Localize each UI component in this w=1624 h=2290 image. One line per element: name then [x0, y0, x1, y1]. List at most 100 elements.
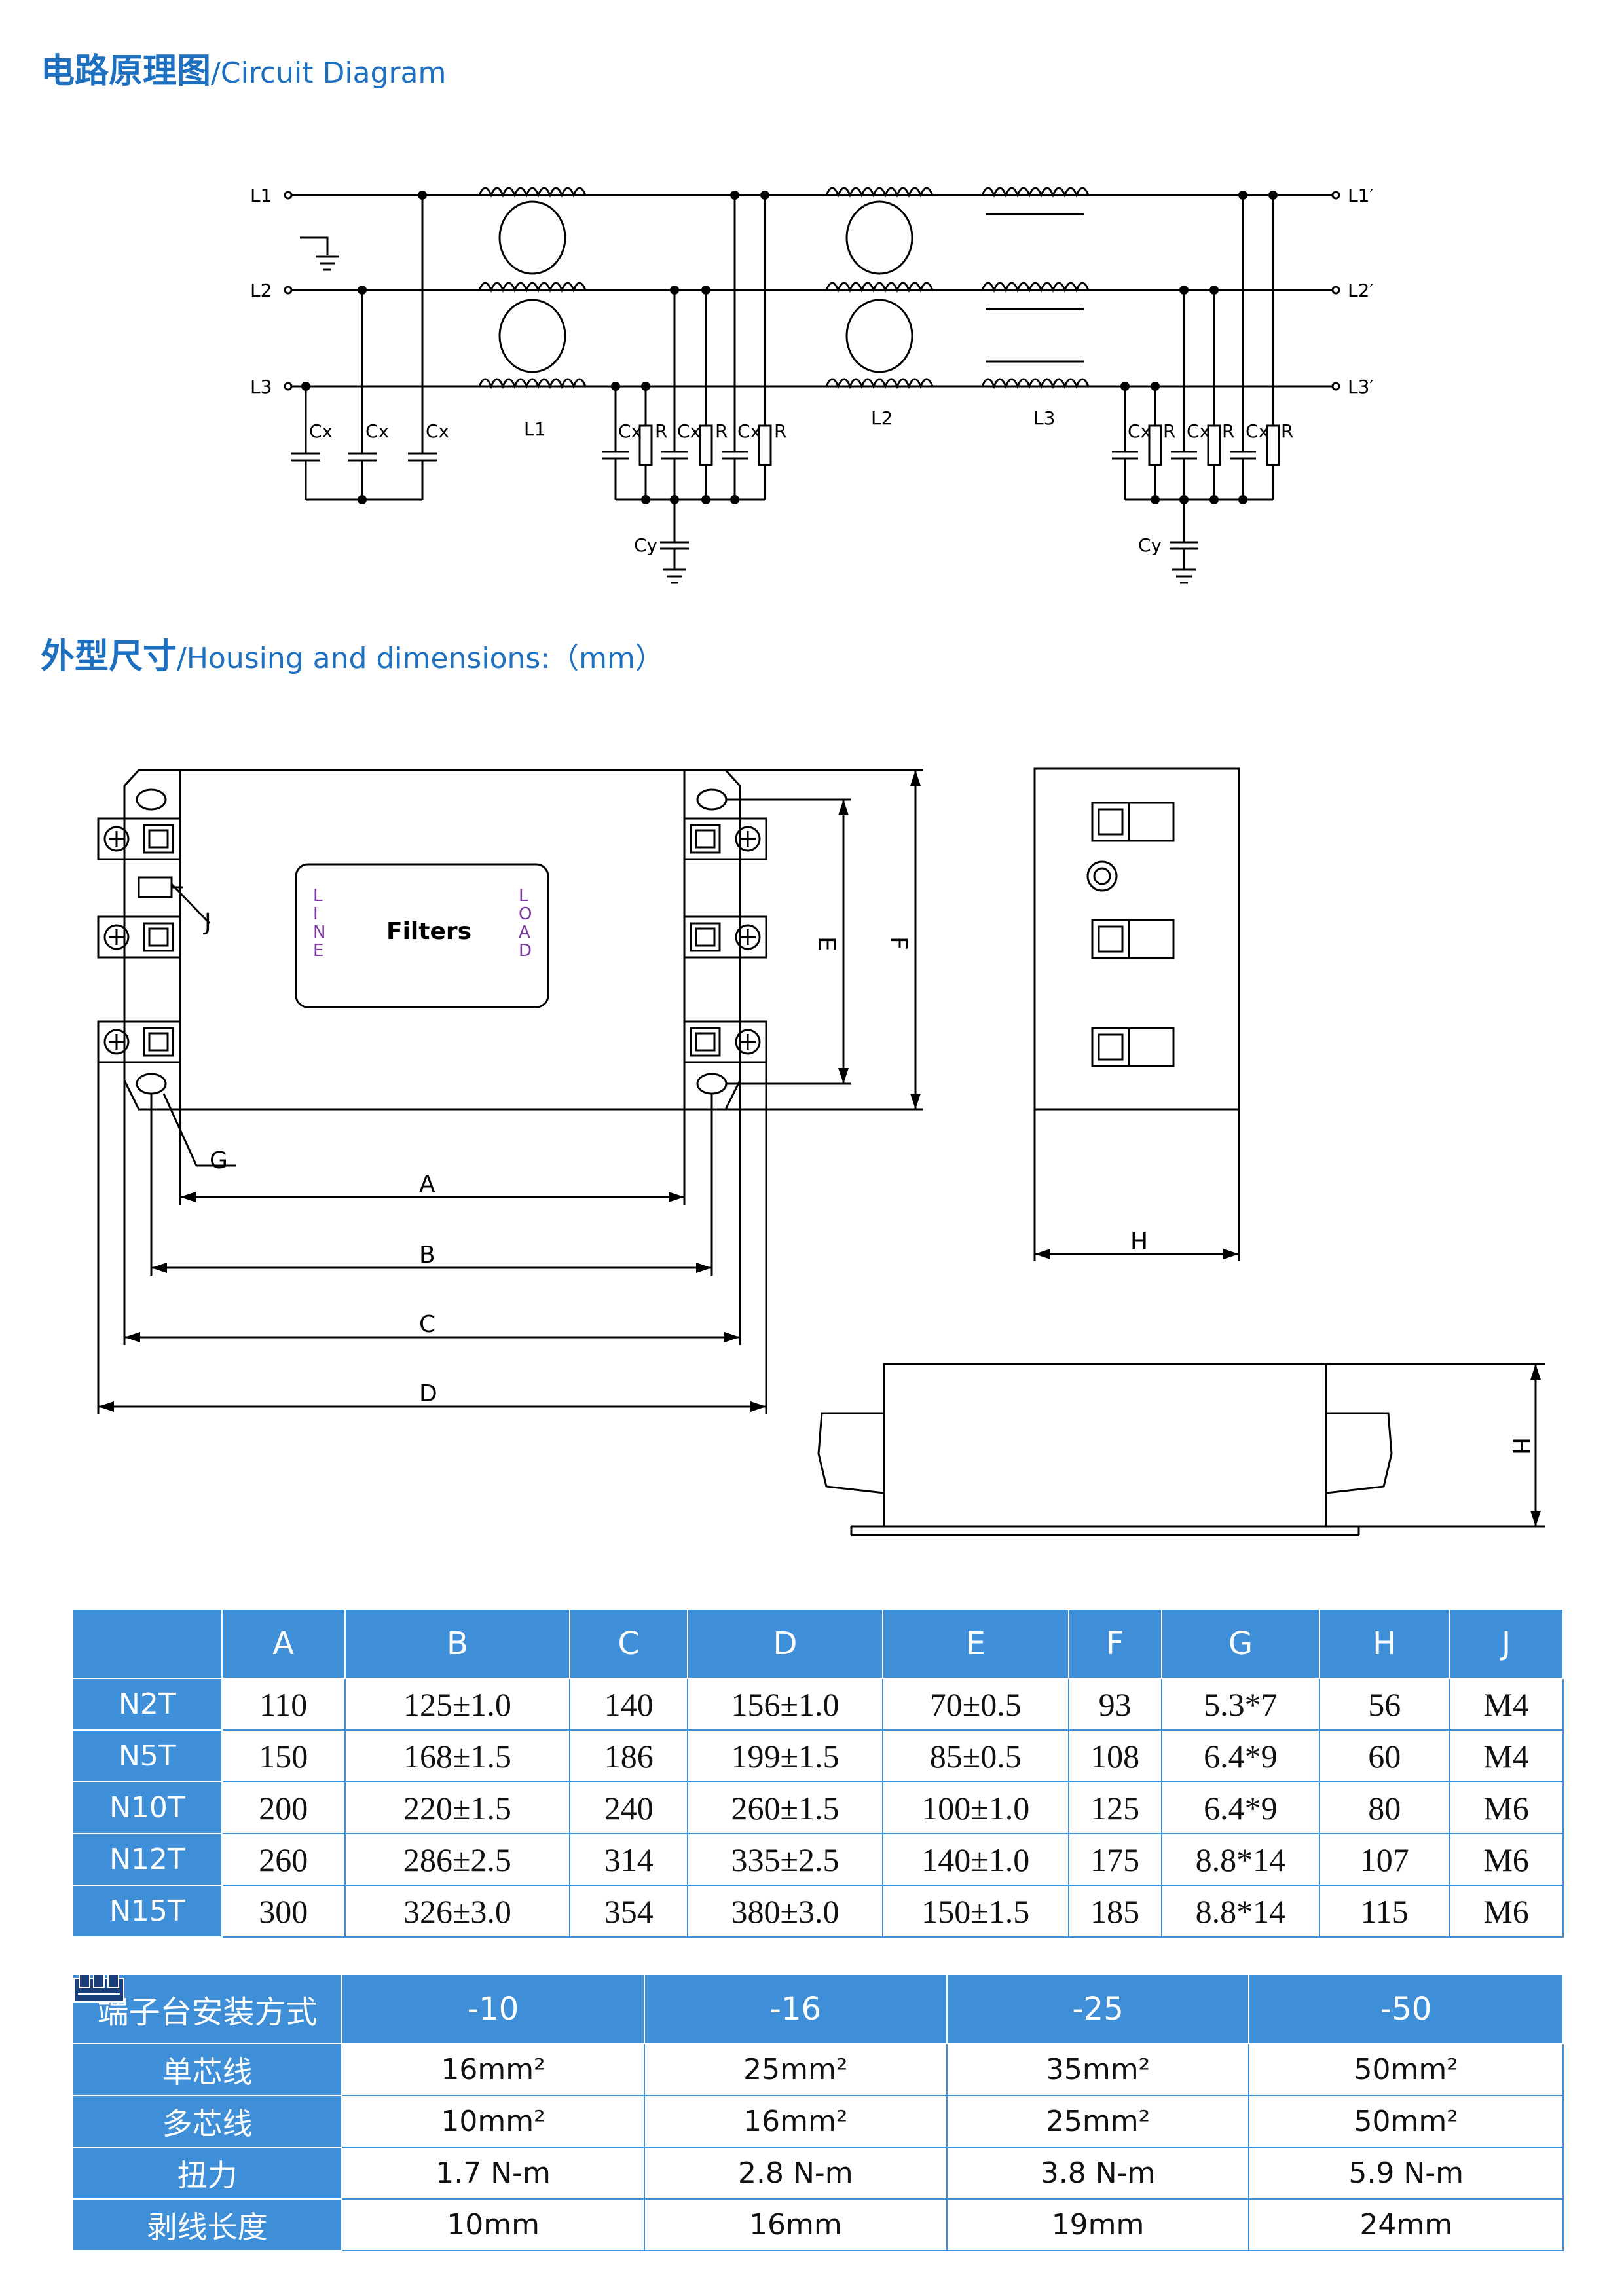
- column-header: H: [1319, 1608, 1450, 1679]
- line-letter: E: [313, 941, 323, 961]
- table-cell: M6: [1449, 1781, 1564, 1834]
- label-cx: Cx: [365, 420, 389, 442]
- table-row: 单芯线 16mm² 25mm² 35mm² 50mm²: [71, 2043, 1564, 2096]
- table-row: 多芯线 10mm² 16mm² 25mm² 50mm²: [71, 2095, 1564, 2148]
- table-cell: 25mm²: [643, 2043, 948, 2096]
- table-cell: M6: [1449, 1885, 1564, 1938]
- housing-heading: 外型尺寸/Housing and dimensions:（mm）: [41, 629, 664, 678]
- table-cell: 300: [221, 1885, 346, 1938]
- dim-label-c: C: [419, 1311, 435, 1338]
- label-r: R: [1222, 420, 1234, 442]
- column-header: G: [1160, 1608, 1321, 1679]
- table-cell: 108: [1067, 1729, 1162, 1782]
- table-cell: 50mm²: [1248, 2043, 1564, 2096]
- load-letter: O: [519, 904, 532, 924]
- table-row: N15T 300 326±3.0 354 380±3.0 150±1.5 185…: [72, 1885, 1564, 1938]
- table-cell: 107: [1319, 1833, 1450, 1886]
- table-cell: M6: [1449, 1833, 1564, 1886]
- label-cx: Cx: [426, 420, 449, 442]
- table-cell: 25mm²: [946, 2095, 1250, 2148]
- label-cx: Cx: [1246, 420, 1269, 442]
- dim-label-a: A: [419, 1171, 435, 1198]
- dim-label-d: D: [419, 1380, 437, 1407]
- line-letter: L: [313, 886, 323, 906]
- table-cell: 10mm: [341, 2198, 645, 2251]
- dimensions-table: A B C D E F G H J N2T 110 125±1.0 140 15…: [72, 1608, 1564, 1938]
- filters-label: Filters: [386, 918, 471, 945]
- table-cell: 220±1.5: [344, 1781, 571, 1834]
- table-cell: 175: [1067, 1833, 1162, 1886]
- model-name: N10T: [72, 1781, 223, 1834]
- table-cell: 314: [569, 1833, 689, 1886]
- dim-label-b: B: [419, 1242, 435, 1268]
- table-cell: 150: [221, 1729, 346, 1782]
- table-cell: 200: [221, 1781, 346, 1834]
- table-cell: 260: [221, 1833, 346, 1886]
- table-cell: 260±1.5: [687, 1781, 883, 1834]
- label-l2-in: L2: [250, 280, 272, 301]
- table-row: N2T 110 125±1.0 140 156±1.0 70±0.5 93 5.…: [72, 1678, 1564, 1731]
- table-row: N5T 150 168±1.5 186 199±1.5 85±0.5 108 6…: [72, 1729, 1564, 1782]
- label-cx: Cx: [618, 420, 642, 442]
- table-cell: 80: [1319, 1781, 1450, 1834]
- terminal-size-label: -10: [467, 1991, 519, 2027]
- terminal-column-header: -16: [73, 1974, 948, 2044]
- circuit-heading-zh: 电路原理图: [41, 52, 212, 91]
- table-cell: 8.8*14: [1160, 1885, 1321, 1938]
- dimensions-header-row: A B C D E F G H J: [72, 1608, 1564, 1679]
- table-cell: 240: [569, 1781, 689, 1834]
- table-cell: 5.9 N-m: [1248, 2147, 1564, 2200]
- label-cx: Cx: [1187, 420, 1210, 442]
- label-coil-l1: L1: [524, 418, 545, 440]
- dim-label-h: H: [1130, 1228, 1148, 1255]
- table-cell: 335±2.5: [687, 1833, 883, 1886]
- dim-label-j: J: [203, 909, 212, 936]
- label-l2-out: L2′: [1348, 280, 1374, 301]
- column-header: A: [221, 1608, 346, 1679]
- circuit-heading-en: /Circuit Diagram: [211, 56, 447, 90]
- line-letter: I: [313, 904, 318, 924]
- table-cell: 199±1.5: [687, 1729, 883, 1782]
- label-r: R: [774, 420, 786, 442]
- table-cell: 326±3.0: [344, 1885, 571, 1938]
- model-name: N5T: [72, 1729, 223, 1782]
- housing-heading-zh: 外型尺寸: [41, 637, 177, 676]
- label-r: R: [1281, 420, 1293, 442]
- table-cell: 100±1.0: [881, 1781, 1069, 1834]
- line-letter: N: [313, 923, 325, 942]
- column-header: C: [569, 1608, 689, 1679]
- column-header: J: [1449, 1608, 1564, 1679]
- table-cell: 140: [569, 1678, 689, 1731]
- table-cell: 16mm: [643, 2198, 948, 2251]
- table-cell: 186: [569, 1729, 689, 1782]
- terminal-size-label: -50: [1380, 1991, 1432, 2027]
- dim-label-g: G: [210, 1147, 228, 1174]
- model-name: N15T: [72, 1885, 223, 1938]
- label-coil-l2: L2: [871, 407, 893, 429]
- terminal-column-header: -10: [73, 1974, 645, 2044]
- table-cell: 1.7 N-m: [341, 2147, 645, 2200]
- table-cell: 35mm²: [946, 2043, 1250, 2096]
- column-header: E: [881, 1608, 1069, 1679]
- terminal-block-icon: [73, 1974, 124, 2003]
- column-header: F: [1067, 1608, 1162, 1679]
- table-cell: 354: [569, 1885, 689, 1938]
- load-letter: L: [519, 886, 528, 906]
- circuit-schematic: L1 L2 L3 L1′ L2′ L3′ Cx Cx Cx L1 L2 L3 C…: [250, 185, 1374, 584]
- table-cell: 16mm²: [643, 2095, 948, 2148]
- label-cx: Cx: [1128, 420, 1151, 442]
- table-cell: 125±1.0: [344, 1678, 571, 1731]
- row-label: 扭力: [71, 2147, 343, 2200]
- table-cell: 24mm: [1248, 2198, 1564, 2251]
- label-cy: Cy: [634, 534, 657, 556]
- terminal-column-header: -25: [73, 1974, 1250, 2044]
- table-row: N10T 200 220±1.5 240 260±1.5 100±1.0 125…: [72, 1781, 1564, 1834]
- table-cell: 70±0.5: [881, 1678, 1069, 1731]
- table-cell: 50mm²: [1248, 2095, 1564, 2148]
- label-r: R: [1163, 420, 1175, 442]
- label-cx: Cx: [309, 420, 333, 442]
- row-label: 单芯线: [71, 2043, 343, 2096]
- table-cell: 6.4*9: [1160, 1729, 1321, 1782]
- label-l1-in: L1: [250, 185, 272, 206]
- table-cell: 3.8 N-m: [946, 2147, 1250, 2200]
